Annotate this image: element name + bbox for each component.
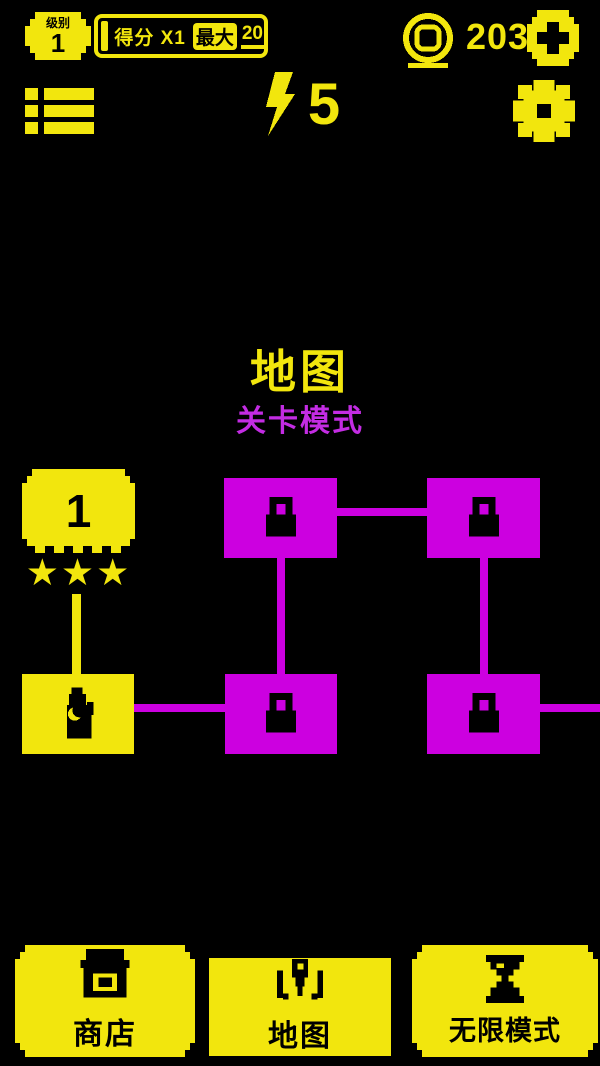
connector-left-vertical: [277, 558, 285, 674]
padlock-icon: [259, 497, 303, 539]
hourglass-icon: [481, 955, 529, 1003]
locked-level-node-2[interactable]: [224, 478, 337, 558]
shop-button[interactable]: 商店: [15, 945, 195, 1057]
level-label: 级别: [45, 15, 70, 30]
map-tab-button[interactable]: 地图: [209, 958, 391, 1056]
level-node-1[interactable]: 1: [22, 469, 135, 553]
page-title: 地图: [250, 346, 350, 398]
connector-level1-current: [72, 594, 81, 674]
lightning-icon: [260, 72, 298, 138]
current-level-node[interactable]: [22, 674, 134, 754]
storefront-icon: [74, 949, 136, 1003]
level-node-1-dashed-edge: [26, 546, 131, 554]
score-prefix: 得分 X1: [114, 27, 186, 49]
locked-level-node-3[interactable]: [427, 478, 540, 558]
connector-bottom-left-horizontal: [134, 704, 225, 712]
shop-button-label: 商店: [73, 1018, 137, 1051]
level-value: 1: [50, 27, 66, 58]
gear-icon[interactable]: [512, 80, 576, 142]
add-coins-button[interactable]: [527, 10, 579, 66]
connector-right-vertical: [480, 558, 488, 674]
score-max-value: 20: [240, 23, 264, 49]
padlock-icon: [462, 693, 506, 735]
connector-top-horizontal: [337, 508, 427, 516]
infinite-mode-button[interactable]: 无限模式: [412, 945, 598, 1057]
padlock-icon: [462, 497, 506, 539]
level-node-1-stars: ★★★: [25, 551, 132, 594]
page-subtitle: 关卡模式: [236, 405, 364, 438]
infinite-button-label: 无限模式: [449, 1015, 561, 1046]
map-pin-icon: [272, 959, 328, 1005]
locked-level-node-5[interactable]: [427, 674, 540, 754]
score-max-label: 最大: [192, 22, 237, 50]
score-text: 得分 X1 最大 20: [114, 22, 264, 50]
level-node-1-number: 1: [65, 485, 92, 537]
score-progress-fill: [101, 21, 109, 51]
energy-value: 5: [307, 72, 341, 137]
level-badge: 级别 1: [25, 12, 91, 60]
energy-counter: 5: [260, 72, 340, 138]
padlock-icon: [259, 693, 303, 735]
list-menu-icon[interactable]: [25, 88, 95, 134]
map-button-label: 地图: [268, 1020, 332, 1053]
plus-icon: [535, 20, 571, 56]
connector-offscreen-horizontal: [540, 704, 600, 712]
coin-icon: [398, 12, 460, 70]
bottle-marker-icon: [58, 687, 98, 741]
score-progress-bar: 得分 X1 最大 20: [94, 14, 268, 58]
coins-value: 203: [466, 16, 530, 57]
locked-level-node-4[interactable]: [225, 674, 337, 754]
